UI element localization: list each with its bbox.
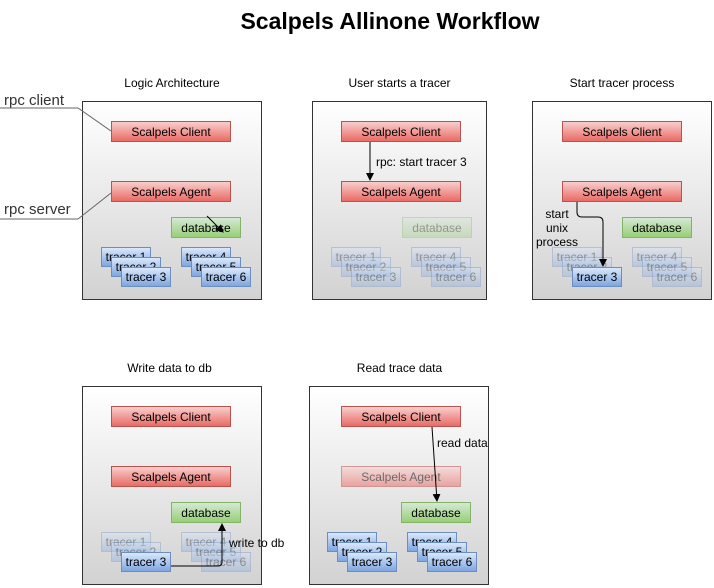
scalpels-client-node: Scalpels Client — [341, 406, 461, 427]
database-node: database — [171, 502, 241, 523]
scalpels-agent-node: Scalpels Agent — [562, 181, 682, 202]
database-node: database — [401, 502, 471, 523]
panel-title-read-trace-data: Read trace data — [356, 361, 443, 375]
read-data-arrow — [431, 426, 441, 502]
scalpels-agent-node: Scalpels Agent — [111, 466, 231, 487]
annotation-line: process — [536, 235, 579, 249]
write-to-db-annotation: write to db — [229, 536, 285, 550]
annotation-line: start — [545, 207, 569, 221]
tracer-3-node: tracer 3 — [572, 267, 622, 287]
scalpels-client-node: Scalpels Client — [562, 121, 682, 142]
tracer-6-node: tracer 6 — [431, 267, 481, 287]
tracer-3-node: tracer 3 — [121, 267, 171, 287]
tracer-4-node: tracer 4 — [411, 247, 461, 267]
tracer-1-node: tracer 1 — [101, 532, 151, 552]
start-process-arrow — [576, 202, 607, 267]
tracer-6-node: tracer 6 — [427, 552, 477, 572]
scalpels-client-node: Scalpels Client — [111, 121, 231, 142]
tracer-5-node: tracer 5 — [421, 257, 471, 277]
tracer-4-node: tracer 4 — [632, 247, 682, 267]
diagram-title: Scalpels Allinone Workflow — [240, 8, 540, 34]
tracer-3-node: tracer 3 — [351, 267, 401, 287]
annotation-line: unix — [545, 221, 568, 235]
tracer-4-node: tracer 4 — [181, 532, 231, 552]
tracer-1-node: tracer 1 — [552, 247, 602, 267]
rpc-server-label: rpc server — [4, 201, 71, 218]
tracer-1-node: tracer 1 — [331, 247, 381, 267]
tracer-3-node: tracer 3 — [121, 552, 171, 572]
scalpels-client-node: Scalpels Client — [111, 406, 231, 427]
tracer-6-node: tracer 6 — [652, 267, 702, 287]
panel-title-start-tracer-process: Start tracer process — [569, 76, 675, 90]
start-unix-process-annotation: start unix process — [536, 207, 578, 249]
panel-title-write-data-to-db: Write data to db — [127, 361, 212, 375]
rpc-start-tracer-annotation: rpc: start tracer 3 — [376, 155, 467, 169]
tracer-2-node: tracer 2 — [341, 257, 391, 277]
rpc-client-label: rpc client — [4, 92, 65, 109]
write-to-db-arrow — [171, 523, 226, 567]
scalpels-agent-node: Scalpels Agent — [341, 466, 461, 487]
panel-title-logic-architecture: Logic Architecture — [124, 76, 220, 90]
tracer-5-node: tracer 5 — [642, 257, 692, 277]
rpc-server-leader — [0, 192, 112, 220]
tracer-5-node: tracer 5 — [191, 542, 241, 562]
rpc-client-leader — [0, 107, 112, 132]
panel-title-user-starts-tracer: User starts a tracer — [348, 76, 451, 90]
tracer-6-node: tracer 6 — [201, 552, 251, 572]
database-node: database — [622, 217, 692, 238]
agent-to-tracer-arrow — [206, 215, 224, 233]
scalpels-agent-node: Scalpels Agent — [111, 181, 231, 202]
tracer-3-node: tracer 3 — [347, 552, 397, 572]
tracer-6-node: tracer 6 — [201, 267, 251, 287]
read-data-annotation: read data — [437, 436, 488, 450]
scalpels-client-node: Scalpels Client — [341, 121, 461, 142]
database-node: database — [402, 217, 472, 238]
scalpels-agent-node: Scalpels Agent — [341, 181, 461, 202]
